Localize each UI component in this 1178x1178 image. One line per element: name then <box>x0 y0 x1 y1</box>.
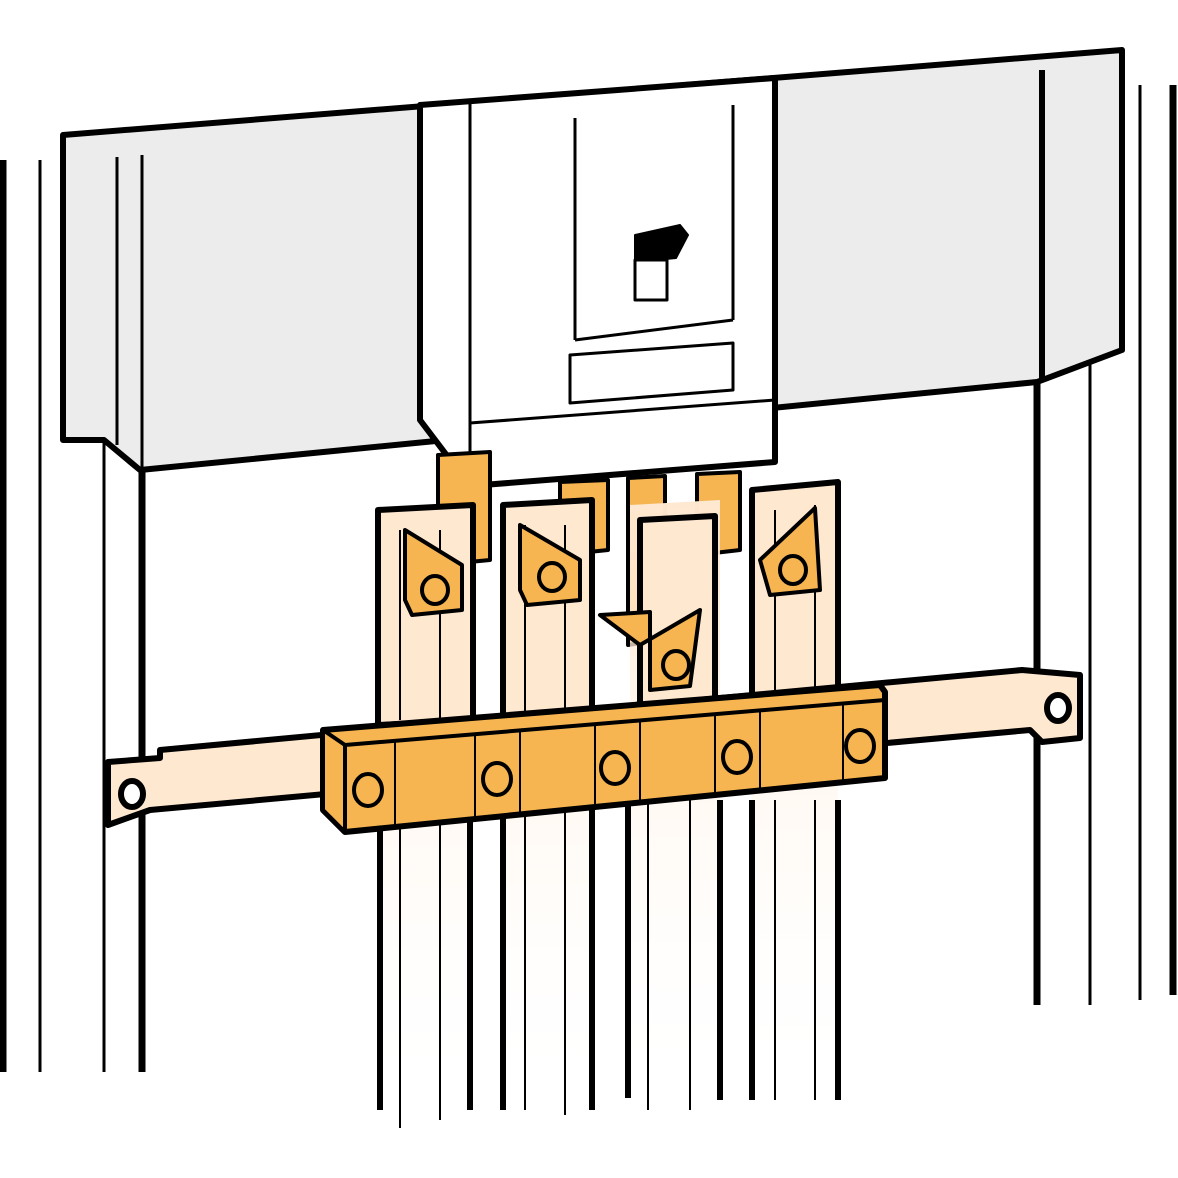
bolt-hole-icon <box>420 554 808 681</box>
connector-block-icon <box>320 682 888 835</box>
toggle-lever-icon <box>633 224 689 302</box>
circuit-breaker-icon <box>417 75 778 489</box>
